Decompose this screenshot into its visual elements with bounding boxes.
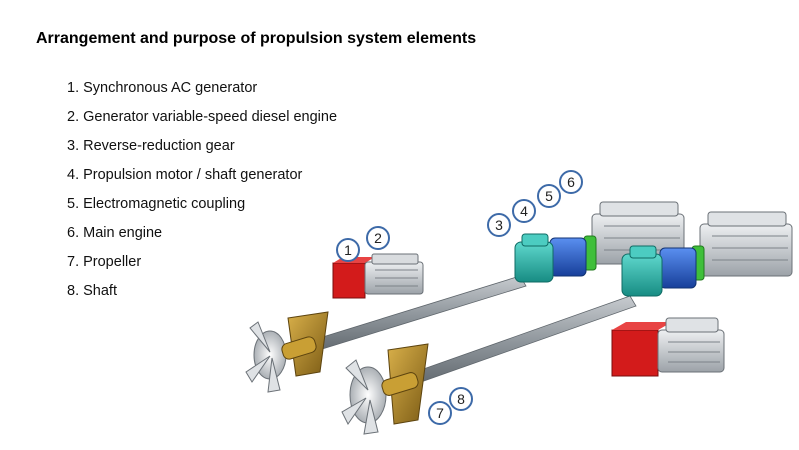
lower-main-engine — [699, 211, 793, 277]
upper-hub — [281, 336, 317, 360]
callout-2: 2 — [366, 226, 390, 250]
svg-text:1: 1 — [344, 242, 352, 258]
diagram-title: Arrangement and purpose of propulsion sy… — [36, 30, 477, 47]
callout-1: 1 — [336, 238, 360, 262]
svg-text:3: 3 — [495, 217, 503, 233]
svg-text:5: 5 — [545, 188, 553, 204]
lower-propeller — [341, 359, 387, 435]
callout-3: 3 — [487, 213, 511, 237]
small-diesel-engine — [364, 253, 424, 295]
lower-motor — [659, 247, 697, 289]
callout-6: 6 — [559, 170, 583, 194]
legend-item-6: 6. Main engine — [67, 225, 163, 241]
legend-item-3: 3. Reverse-reduction gear — [67, 138, 235, 154]
svg-text:7: 7 — [436, 405, 444, 421]
lower-hub — [381, 372, 419, 396]
svg-text:2: 2 — [374, 230, 382, 246]
legend-item-2: 2. Generator variable-speed diesel engin… — [67, 109, 338, 125]
legend-list: 1. Synchronous AC generator 2. Generator… — [67, 78, 337, 310]
legend-item-1: 1. Synchronous AC generator — [67, 80, 258, 96]
callout-4: 4 — [512, 199, 536, 223]
large-diesel-engine — [657, 317, 725, 373]
large-generator — [611, 329, 659, 377]
callout-5: 5 — [537, 184, 561, 208]
large-genset — [611, 317, 725, 377]
lower-gear — [621, 245, 663, 297]
svg-text:4: 4 — [520, 203, 528, 219]
legend-item-4: 4. Propulsion motor / shaft generator — [67, 167, 303, 183]
callout-7: 7 — [428, 401, 452, 425]
upper-gear — [514, 233, 554, 283]
small-genset — [332, 253, 424, 299]
lower-propulsion-line — [341, 211, 793, 435]
svg-text:8: 8 — [457, 391, 465, 407]
upper-propeller — [245, 321, 287, 393]
legend-item-7: 7. Propeller — [67, 254, 142, 270]
callout-8: 8 — [449, 387, 473, 411]
small-generator — [332, 262, 366, 299]
large-generator-top — [612, 322, 672, 330]
upper-motor — [549, 237, 587, 277]
svg-text:6: 6 — [567, 174, 575, 190]
legend-item-5: 5. Electromagnetic coupling — [67, 196, 246, 212]
legend-item-8: 8. Shaft — [67, 283, 117, 299]
